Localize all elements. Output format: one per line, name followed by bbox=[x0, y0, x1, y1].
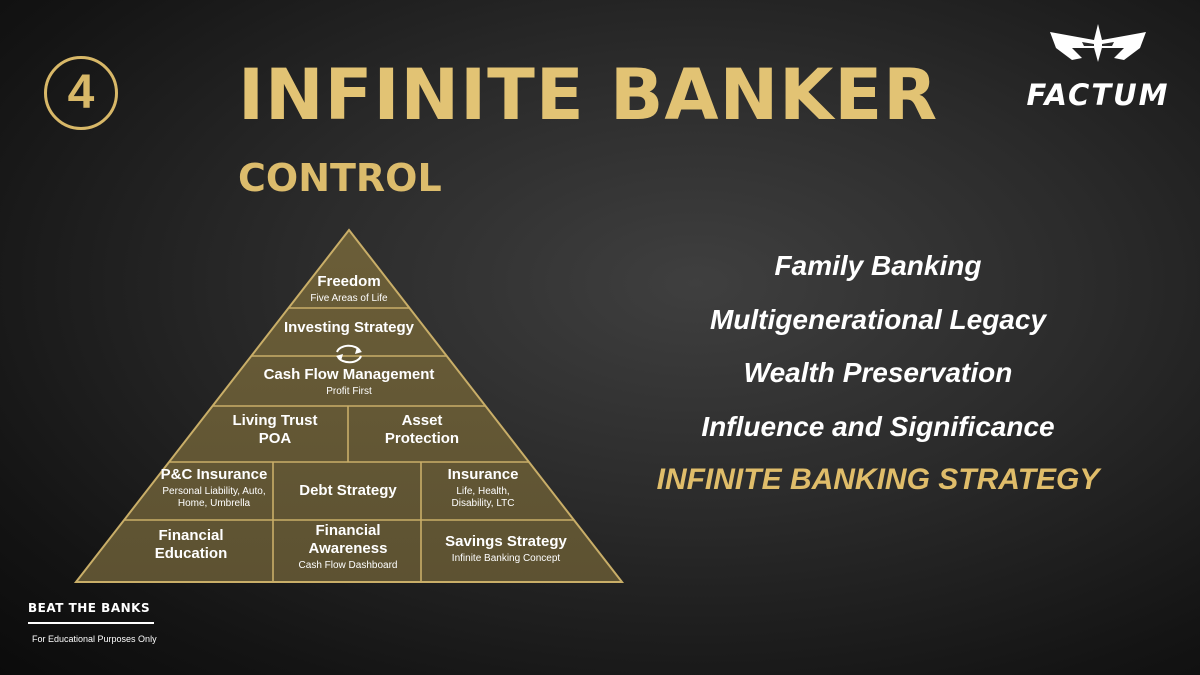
tier-cell-title: Education bbox=[155, 545, 228, 562]
tier-cell-title: Cash Flow Management bbox=[264, 366, 435, 383]
page-subtitle: CONTROL bbox=[238, 156, 442, 200]
benefit-item: Influence and Significance bbox=[701, 410, 1055, 442]
footer-divider bbox=[28, 622, 154, 624]
tier-cell-title: POA bbox=[259, 430, 292, 447]
tier-cell-detail: Personal Liability, Auto, bbox=[162, 486, 265, 497]
winged-emblem-icon bbox=[1050, 24, 1146, 62]
tier-cell-title: Savings Strategy bbox=[445, 533, 567, 550]
tier-cell-title: Insurance bbox=[448, 466, 519, 483]
tier-cell-detail: Home, Umbrella bbox=[178, 498, 251, 509]
benefit-item-highlight: INFINITE BANKING STRATEGY bbox=[656, 463, 1100, 496]
page-title: INFINITE BANKER bbox=[238, 54, 939, 136]
benefit-item: Wealth Preservation bbox=[743, 357, 1013, 388]
tier-cell-title: Debt Strategy bbox=[299, 482, 397, 499]
tier-cell-title: Protection bbox=[385, 430, 459, 447]
benefit-item: Family Banking bbox=[774, 250, 982, 281]
tier-cell-detail: Life, Health, bbox=[456, 486, 509, 497]
footer-brand: BEAT THE BANKS bbox=[28, 601, 151, 615]
benefits-list: Family Banking Multigenerational Legacy … bbox=[600, 244, 1156, 512]
tier-cell-title: Financial bbox=[158, 527, 223, 544]
tier-cell-detail: Five Areas of Life bbox=[310, 293, 388, 304]
tier-cell-title: Investing Strategy bbox=[284, 319, 415, 336]
tier-cell-title: Awareness bbox=[309, 540, 388, 557]
tier-cell-detail: Profit First bbox=[326, 386, 372, 397]
tier-cell-title: P&C Insurance bbox=[161, 466, 268, 483]
benefit-item: Multigenerational Legacy bbox=[709, 303, 1047, 335]
logo-wordmark: FACTUM bbox=[1026, 78, 1170, 112]
tier-cell-title: Asset bbox=[402, 412, 443, 429]
step-number-badge: 4 bbox=[44, 56, 118, 130]
tier-cell-detail: Disability, LTC bbox=[452, 498, 515, 509]
factum-logo: FACTUM bbox=[1010, 18, 1186, 118]
footer-disclaimer: For Educational Purposes Only bbox=[32, 634, 157, 644]
tier-cell-title: Living Trust bbox=[232, 412, 317, 429]
cycle-arrows-icon bbox=[336, 344, 362, 364]
tier-cell-detail: Infinite Banking Concept bbox=[452, 553, 561, 564]
tier-cell-detail: Cash Flow Dashboard bbox=[299, 560, 398, 571]
tier-cell-title: Freedom bbox=[317, 273, 380, 290]
tier-cell-title: Financial bbox=[315, 522, 380, 539]
